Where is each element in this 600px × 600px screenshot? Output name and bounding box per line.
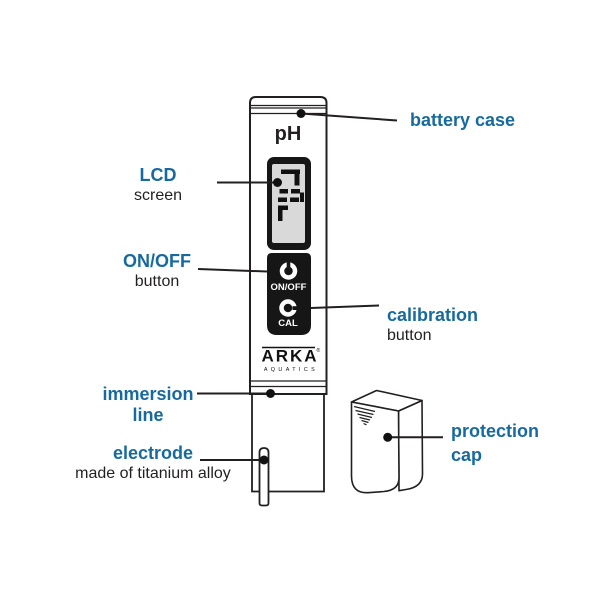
label-battery-case: battery case	[410, 110, 515, 131]
on-off-title: ON/OFF	[123, 251, 191, 271]
label-electrode: electrode made of titanium alloy	[62, 443, 244, 483]
cap-front-face	[350, 401, 400, 494]
registered-mark: ®	[317, 347, 321, 354]
electrode-housing	[251, 394, 325, 493]
callout-dot-immersion	[266, 389, 275, 398]
lcd-screen	[272, 164, 305, 243]
electrode-title: electrode	[112, 443, 194, 463]
callout-dot-protection-cap	[383, 432, 393, 442]
cal-button-icon[interactable]	[279, 299, 300, 317]
lcd-title: LCD	[139, 165, 177, 185]
leader-on-off	[197, 268, 268, 273]
power-button-label: ON/OFF	[271, 282, 307, 293]
label-calibration: calibration button	[387, 305, 478, 345]
electrode-subtitle: made of titanium alloy	[75, 465, 231, 482]
cap-vent-lines	[353, 405, 376, 426]
battery-case-title: battery case	[410, 110, 516, 130]
arka-wordmark: ARKA	[261, 347, 318, 366]
immersion-title-line1: immersion	[102, 384, 194, 404]
label-protection-cap: protection cap	[451, 420, 539, 467]
power-button-icon[interactable]	[279, 262, 298, 280]
lcd-subtitle: screen	[133, 187, 183, 204]
cap-side-face	[397, 399, 424, 492]
label-on-off: ON/OFF button	[99, 251, 215, 291]
arka-logo: ARKA ® AQUATICS	[261, 347, 320, 374]
ph-type-label: pH	[275, 123, 302, 145]
protection-title-line1: protection	[451, 421, 539, 441]
label-lcd: LCD screen	[100, 165, 216, 205]
on-off-subtitle: button	[134, 273, 180, 290]
immersion-line-marks	[250, 380, 327, 388]
button-panel	[267, 253, 311, 335]
label-immersion-line: immersion line	[90, 384, 206, 426]
lcd-segments	[278, 169, 304, 221]
callout-dot-battery-case	[296, 109, 306, 118]
callout-dot-electrode	[259, 455, 269, 465]
arka-subtitle: AQUATICS	[264, 367, 318, 373]
protection-title-line2: cap	[451, 444, 483, 465]
protection-cap	[350, 389, 424, 494]
calibration-title: calibration	[387, 305, 479, 325]
leader-calibration	[310, 304, 380, 309]
calibration-subtitle: button	[387, 327, 432, 344]
leader-battery-case	[300, 112, 398, 122]
cal-button-label: CAL	[278, 318, 298, 329]
immersion-title-line2: line	[132, 405, 164, 425]
callout-dot-lcd	[273, 178, 282, 187]
